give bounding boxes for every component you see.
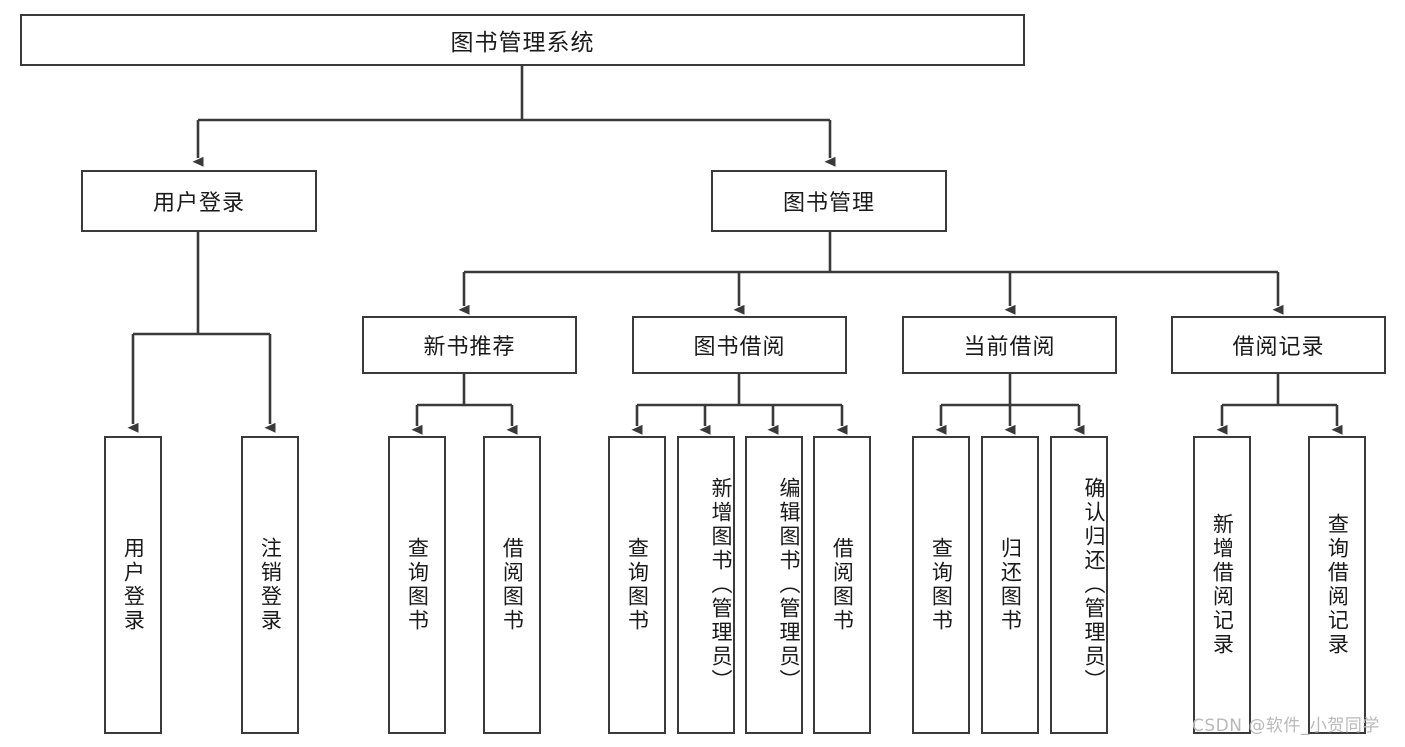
node-book-manage[interactable]: 图书管理 (711, 170, 947, 232)
node-leaf-borrow-book-2[interactable]: 借阅图书 (813, 436, 871, 734)
node-leaf-query-book-3[interactable]: 查询图书 (912, 436, 970, 734)
node-root-book-management-system[interactable]: 图书管理系统 (20, 14, 1025, 66)
node-user-login[interactable]: 用户登录 (81, 170, 317, 232)
node-new-book-recommend[interactable]: 新书推荐 (362, 316, 577, 374)
node-borrow-record-label: 借阅记录 (1232, 335, 1325, 360)
node-leaf-confirm-return[interactable]: 确认归还（管理员） (1050, 436, 1108, 734)
node-user-login-label: 用户登录 (152, 191, 245, 216)
node-leaf-borrow-book-2-label: 借阅图书 (830, 537, 855, 633)
node-book-manage-label: 图书管理 (782, 191, 875, 216)
node-leaf-edit-book-label: 编辑图书（管理员） (777, 477, 801, 693)
node-leaf-return-book[interactable]: 归还图书 (981, 436, 1039, 734)
node-leaf-query-record[interactable]: 查询借阅记录 (1308, 436, 1366, 734)
node-leaf-user-login[interactable]: 用户登录 (104, 436, 162, 734)
node-leaf-return-book-label: 归还图书 (998, 537, 1023, 633)
node-leaf-add-book-label: 新增图书（管理员） (709, 477, 733, 693)
node-book-borrow-label: 图书借阅 (693, 335, 786, 360)
node-borrow-record[interactable]: 借阅记录 (1171, 316, 1386, 374)
node-leaf-borrow-book-1-label: 借阅图书 (500, 537, 525, 633)
node-current-borrow[interactable]: 当前借阅 (902, 316, 1117, 374)
node-leaf-edit-book[interactable]: 编辑图书（管理员） (745, 436, 803, 734)
node-leaf-add-record-label: 新增借阅记录 (1210, 513, 1235, 657)
node-leaf-query-book-1-label: 查询图书 (405, 537, 430, 633)
node-leaf-user-logout[interactable]: 注销登录 (241, 436, 299, 734)
node-leaf-query-record-label: 查询借阅记录 (1325, 513, 1350, 657)
node-leaf-borrow-book-1[interactable]: 借阅图书 (483, 436, 541, 734)
node-new-book-recommend-label: 新书推荐 (423, 335, 516, 360)
node-leaf-user-logout-label: 注销登录 (258, 537, 283, 633)
node-leaf-query-book-2[interactable]: 查询图书 (608, 436, 666, 734)
node-leaf-add-record[interactable]: 新增借阅记录 (1193, 436, 1251, 734)
node-root-label: 图书管理系统 (450, 30, 595, 56)
node-leaf-query-book-1[interactable]: 查询图书 (388, 436, 446, 734)
node-leaf-confirm-return-label: 确认归还（管理员） (1082, 477, 1106, 693)
node-leaf-user-login-label: 用户登录 (121, 537, 146, 633)
node-current-borrow-label: 当前借阅 (963, 335, 1056, 360)
node-leaf-add-book[interactable]: 新增图书（管理员） (677, 436, 735, 734)
node-book-borrow[interactable]: 图书借阅 (632, 316, 847, 374)
node-leaf-query-book-3-label: 查询图书 (929, 537, 954, 633)
node-leaf-query-book-2-label: 查询图书 (625, 537, 650, 633)
